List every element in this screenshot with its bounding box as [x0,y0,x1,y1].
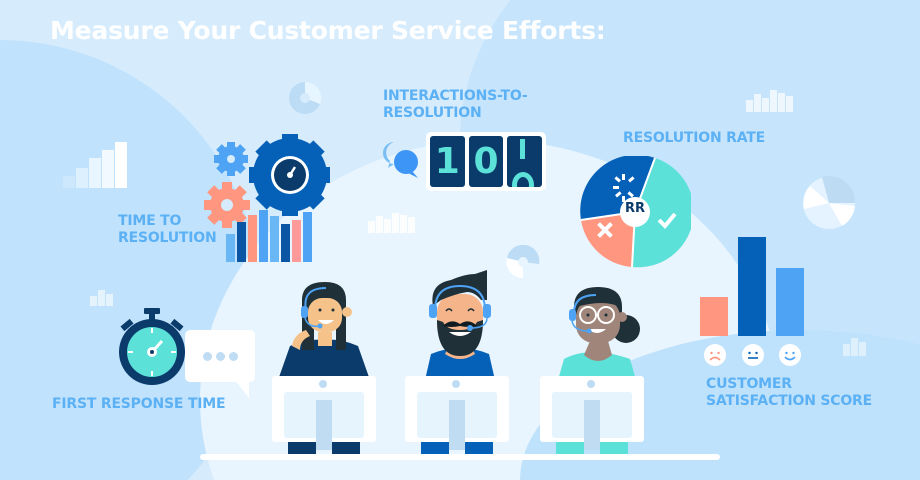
agent-woman-illustration [278,282,370,380]
faint-bars-icon [746,90,796,112]
resolution-rate-center-text: RR [624,201,646,216]
page-title: Measure Your Customer Service Efforts: [50,16,606,45]
agent-woman-glasses-illustration [558,287,640,380]
interaction-counter: 1 0 [426,132,546,191]
neutral-face-icon [742,344,764,366]
monitor-3 [540,376,644,458]
check-icon [657,212,677,229]
bar-neutral [738,237,766,336]
satisfaction-bar-chart [700,236,806,336]
gears-icon [204,134,330,228]
x-icon [597,222,613,238]
counter-digit: 1 [430,136,465,187]
speech-bubble-icon [185,330,255,398]
monitor-2 [405,376,509,458]
time-to-resolution-bar-chart [226,210,312,262]
counter-digit: 0 [468,136,504,187]
interactions-to-resolution-label: INTERACTIONS-TO- RESOLUTION [383,88,528,121]
customer-satisfaction-label: CUSTOMER SATISFACTION SCORE [706,376,872,409]
first-response-time-label: FIRST RESPONSE TIME [52,396,226,412]
faint-pie-icon [803,176,856,229]
faint-bars-icon [90,290,114,306]
resolution-rate-pie-chart [580,156,691,268]
stopwatch-icon [119,308,185,385]
resolution-rate-label: RESOLUTION RATE [623,130,766,146]
chat-bubbles-icon [383,142,418,178]
bar-happy [776,268,804,336]
desk [200,454,720,460]
time-to-resolution-label: TIME TO RESOLUTION [118,213,217,246]
sad-face-icon [704,344,726,366]
loading-spinner-icon [613,174,635,202]
bar-unhappy [700,297,728,336]
faint-bars-icon [843,338,867,356]
counter-digit-rolling [507,136,543,187]
agent-man-illustration [425,270,495,380]
happy-face-icon [779,344,801,366]
faint-bars-icon [63,140,127,188]
faint-donut-icon [289,81,322,114]
monitor-1 [272,376,376,458]
faint-donut-icon [506,245,540,279]
faint-bars-icon [368,213,418,233]
